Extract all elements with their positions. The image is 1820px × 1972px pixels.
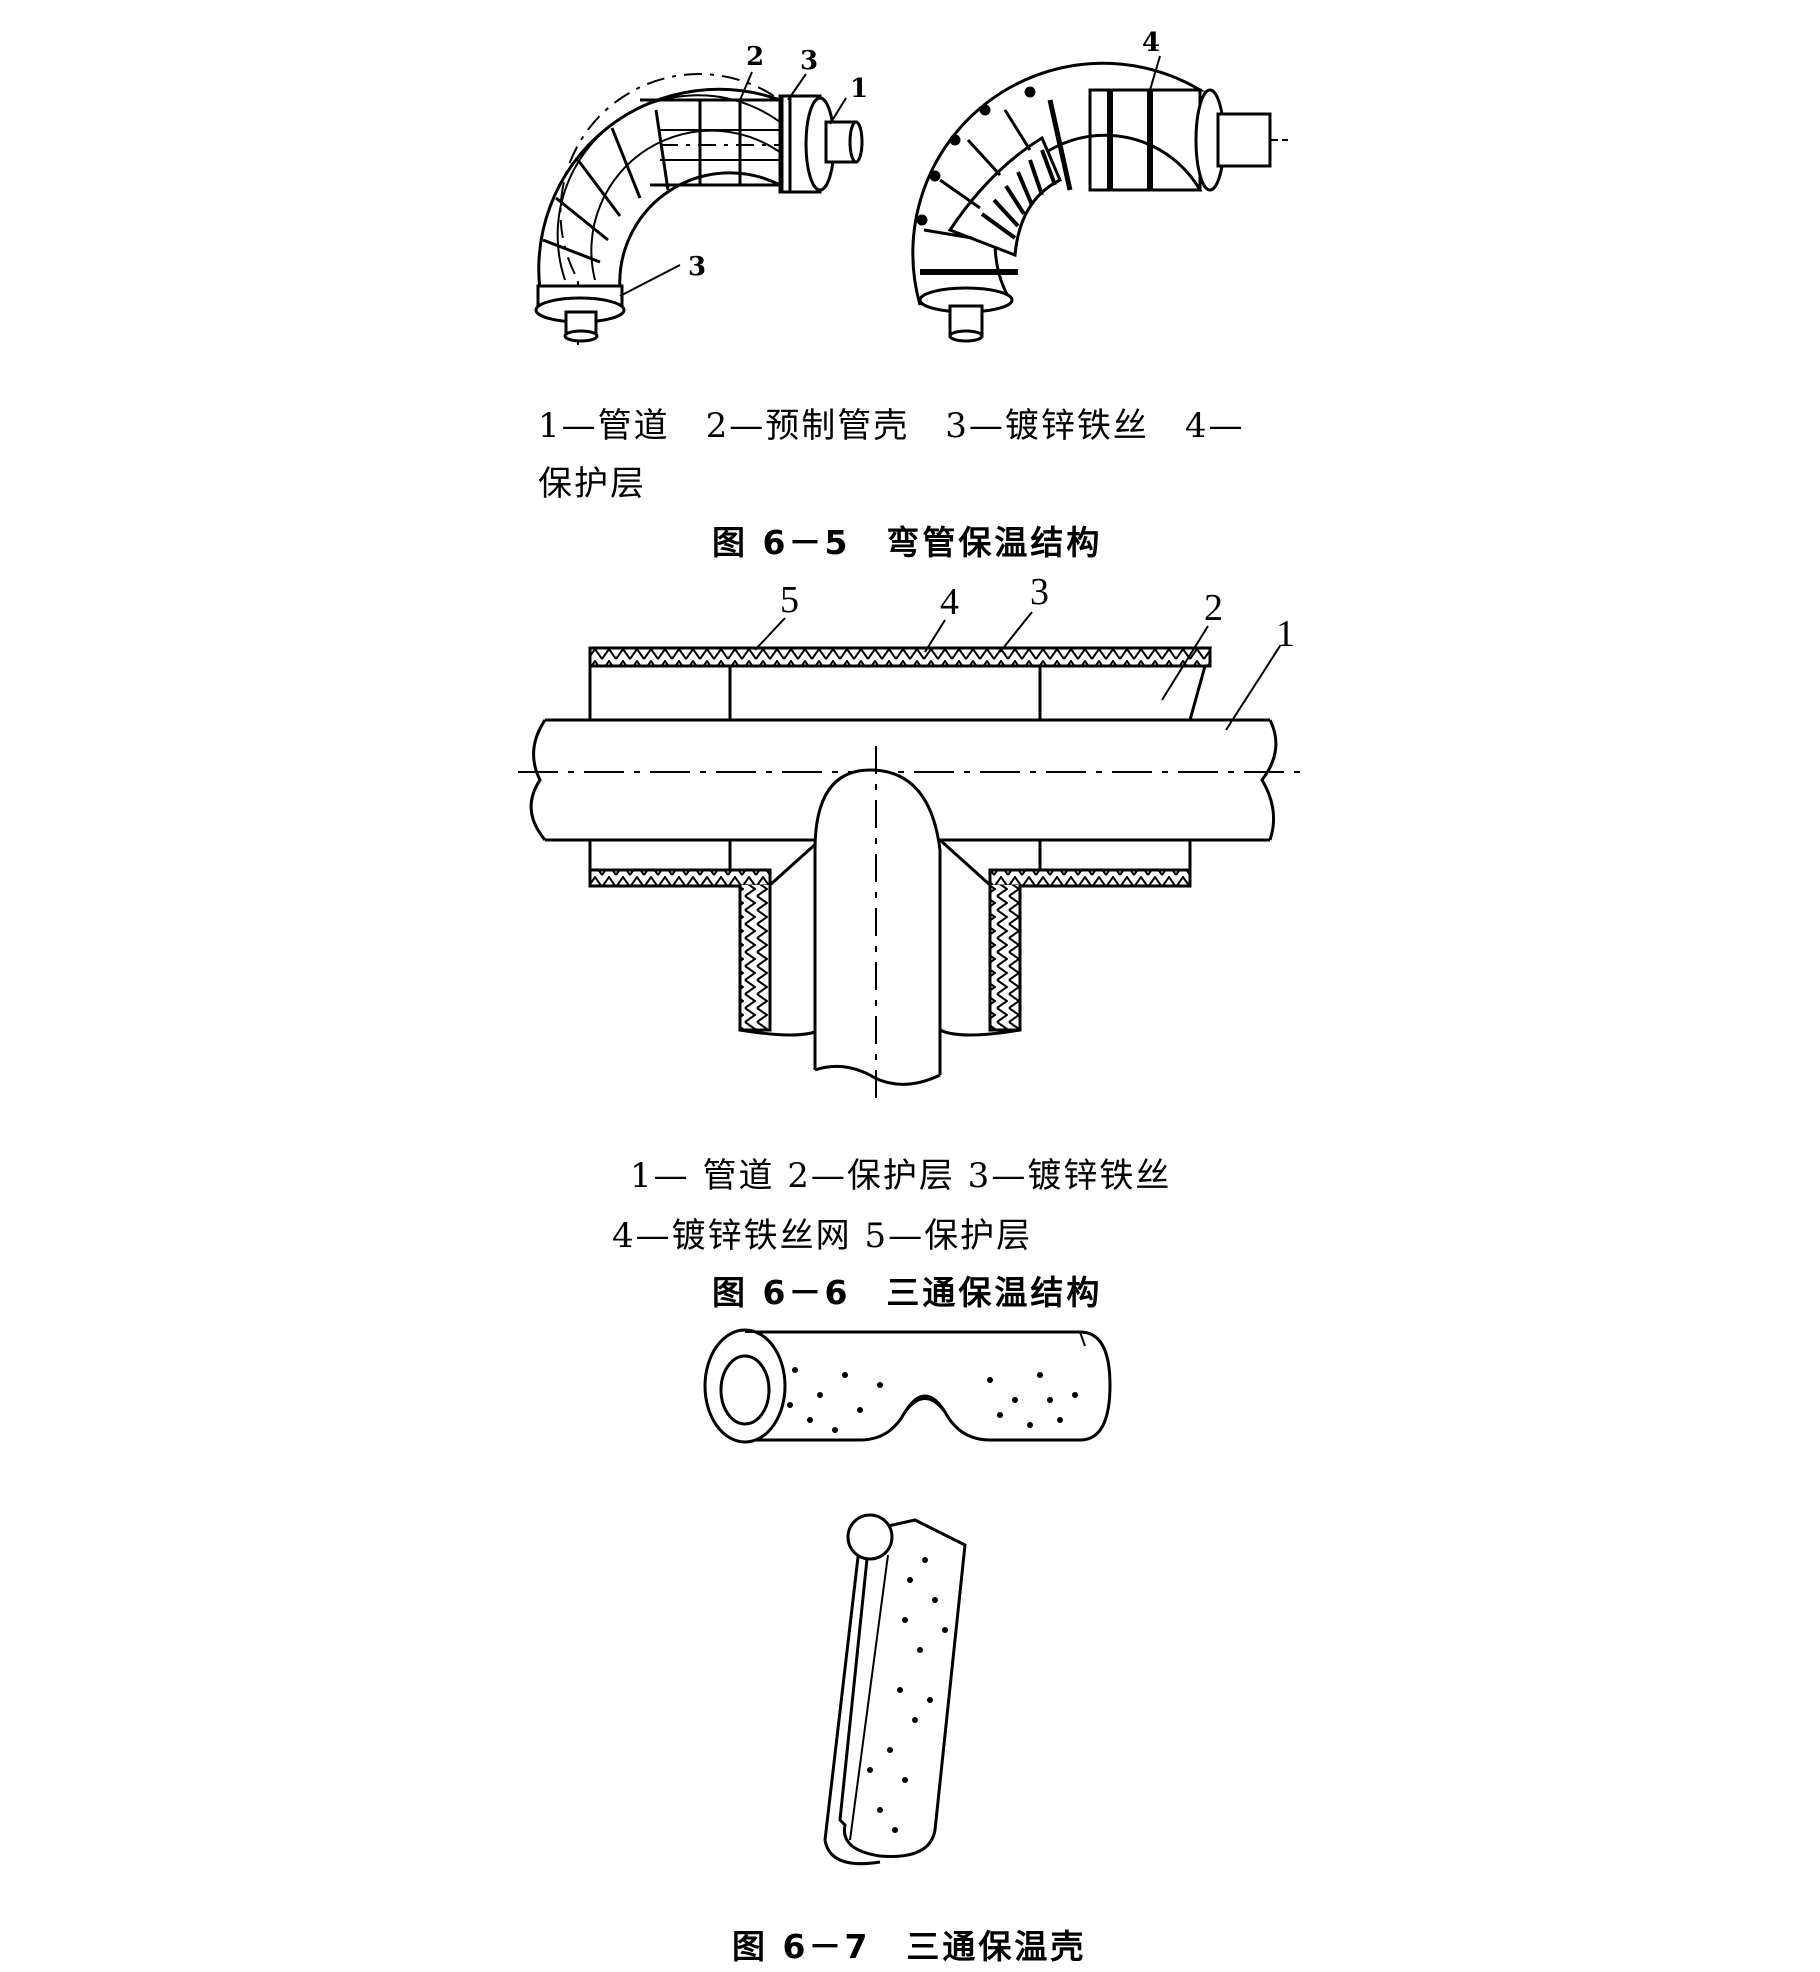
caption-6-5: 图 6－5 弯管保温结构: [712, 523, 1103, 562]
legend-6-6-line2: 4—镀锌铁丝网 5—保护层: [612, 1216, 1033, 1256]
label-6-6-3: 3: [1030, 571, 1049, 613]
legend-6-5-line2: 保护层: [538, 464, 646, 504]
legend-6-5-line1: 1—管道 2—预制管壳 3—镀锌铁丝 4—: [538, 406, 1245, 446]
caption-6-6: 图 6－6 三通保温结构: [712, 1273, 1103, 1312]
label-6-5-2: 2: [746, 42, 765, 72]
label-6-5-3-top: 3: [800, 46, 819, 76]
tee-insulation: [518, 611, 1300, 1105]
label-6-6-4: 4: [940, 581, 959, 623]
tee-shell-angled: [823, 1513, 967, 1866]
elbow-insulation-left: [534, 71, 864, 345]
tee-shell-horizontal: [703, 1328, 1112, 1444]
label-6-5-4: 4: [1142, 28, 1161, 58]
label-6-6-2: 2: [1204, 587, 1223, 629]
legend-6-6-line1: 1— 管道 2—保护层 3—镀锌铁丝: [630, 1156, 1172, 1196]
label-6-5-1: 1: [850, 74, 869, 104]
label-6-5-3-bottom: 3: [688, 252, 707, 282]
label-6-6-1: 1: [1276, 613, 1295, 655]
caption-6-7: 图 6－7 三通保温壳: [732, 1927, 1087, 1966]
label-6-6-5: 5: [780, 579, 799, 621]
elbow-insulation-right: [911, 55, 1288, 343]
